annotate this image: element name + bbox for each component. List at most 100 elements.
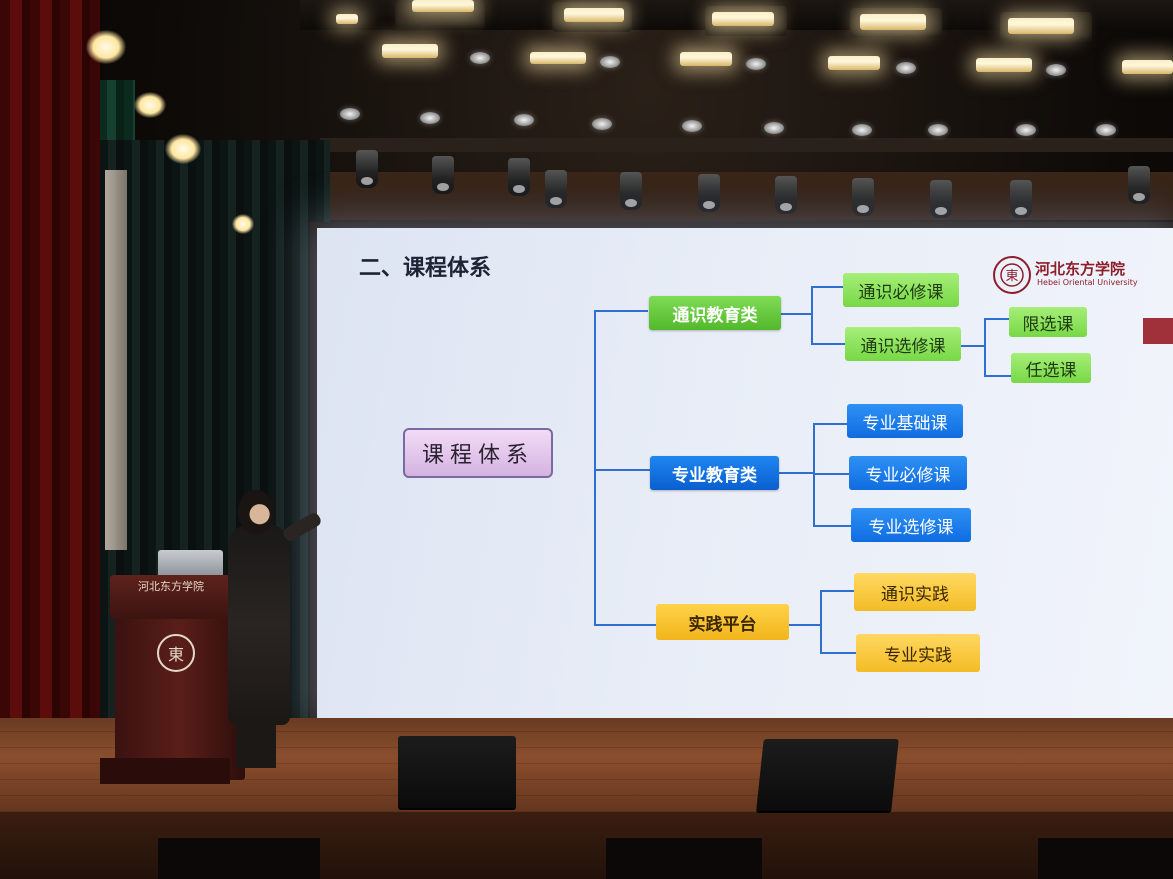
downlight (764, 122, 784, 134)
node-professional-required: 专业必修课 (849, 456, 967, 490)
stage-light (412, 0, 474, 12)
university-english-name: Hebei Oriental University (1037, 278, 1138, 287)
side-spotlight (86, 30, 126, 64)
connector-line (594, 624, 656, 626)
stage-front-panel (158, 838, 320, 879)
downlight (1096, 124, 1116, 136)
connector-line (781, 313, 811, 315)
red-curtain (0, 0, 100, 780)
ceiling-truss (330, 172, 1173, 220)
connector-line (984, 318, 986, 376)
emblem-glyph: 東 (1005, 268, 1018, 284)
stage-light (382, 44, 438, 58)
branch-general-education: 通识教育类 (649, 296, 781, 330)
moving-head-light (930, 180, 952, 218)
downlight (896, 62, 916, 74)
slide-edge-tab (1143, 318, 1173, 344)
university-name: 河北东方学院 (1035, 260, 1126, 278)
moving-head-light (852, 178, 874, 216)
downlight (420, 112, 440, 124)
stage-light (976, 58, 1032, 72)
side-spotlight (165, 134, 201, 164)
node-professional-foundation: 专业基础课 (847, 404, 963, 438)
node-free-elective: 任选课 (1011, 353, 1091, 383)
downlight (1016, 124, 1036, 136)
university-emblem-icon: 東 (993, 256, 1031, 294)
downlight (1046, 64, 1066, 76)
side-wall (105, 170, 127, 550)
downlight (470, 52, 490, 64)
stage-front-panel (1038, 838, 1173, 879)
moving-head-light (698, 174, 720, 212)
side-spotlight (232, 214, 254, 234)
downlight (592, 118, 612, 130)
connector-line (820, 590, 854, 592)
connector-line (811, 286, 843, 288)
stage-monitor-speaker (398, 736, 516, 808)
connector-line (984, 318, 1010, 320)
stage-light (1122, 60, 1173, 74)
stage-light (564, 8, 624, 22)
connector-line (813, 423, 815, 527)
connector-line (594, 310, 596, 626)
branch-professional-education: 专业教育类 (650, 456, 779, 490)
stage-light (860, 14, 926, 30)
downlight (928, 124, 948, 136)
stage-light (336, 14, 358, 24)
lectern-base (100, 758, 230, 784)
connector-line (779, 472, 815, 474)
downlight (746, 58, 766, 70)
moving-head-light (775, 176, 797, 214)
moving-head-light (356, 150, 378, 188)
downlight (600, 56, 620, 68)
laptop (158, 550, 223, 576)
presenter-legs (236, 720, 276, 768)
branch-practice-platform: 实践平台 (656, 604, 789, 640)
downlight (514, 114, 534, 126)
stage-light (712, 12, 774, 26)
lectern-top (110, 575, 248, 619)
connector-line (594, 469, 650, 471)
node-limited-elective: 限选课 (1009, 307, 1087, 337)
presenter-head (238, 490, 274, 534)
moving-head-light (508, 158, 530, 196)
connector-line (594, 310, 648, 312)
node-general-required: 通识必修课 (843, 273, 959, 307)
connector-line (984, 375, 1012, 377)
connector-line (813, 473, 849, 475)
node-professional-elective: 专业选修课 (851, 508, 971, 542)
lectern-emblem-icon: 東 (157, 634, 195, 672)
connector-line (961, 345, 985, 347)
stage-front-panel (606, 838, 762, 879)
ceiling-truss (320, 138, 1173, 152)
connector-line (820, 652, 856, 654)
connector-line (813, 525, 851, 527)
connector-line (811, 286, 813, 344)
lectern-university-name: 河北东方学院 (138, 580, 204, 593)
moving-head-light (620, 172, 642, 210)
downlight (852, 124, 872, 136)
stage-light (1008, 18, 1074, 34)
diagram-root-node: 课程体系 (403, 428, 553, 478)
connector-line (813, 423, 847, 425)
node-general-practice: 通识实践 (854, 573, 976, 611)
stage-light (530, 52, 586, 64)
node-general-elective: 通识选修课 (845, 327, 961, 361)
moving-head-light (432, 156, 454, 194)
moving-head-light (1010, 180, 1032, 218)
moving-head-light (545, 170, 567, 208)
stage-light (828, 56, 880, 70)
stage-light (680, 52, 732, 66)
connector-line (811, 343, 845, 345)
downlight (340, 108, 360, 120)
side-spotlight (134, 92, 166, 118)
connector-line (820, 590, 822, 654)
downlight (682, 120, 702, 132)
led-screen: 二、课程体系 東 河北东方学院 Hebei Oriental Universit… (317, 228, 1173, 718)
presenter (228, 525, 290, 725)
moving-head-light (1128, 166, 1150, 204)
stage-monitor-speaker (756, 739, 899, 811)
slide-title: 二、课程体系 (359, 256, 492, 281)
node-professional-practice: 专业实践 (856, 634, 980, 672)
